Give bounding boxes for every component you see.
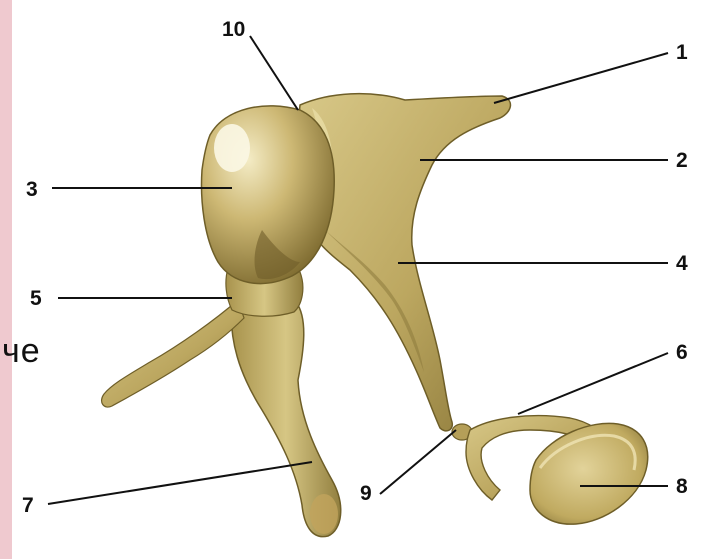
label-2: 2	[676, 149, 688, 172]
leader-line-10	[250, 36, 298, 110]
label-4: 4	[676, 252, 688, 275]
malleus-head-highlight	[214, 124, 250, 172]
label-8: 8	[676, 475, 688, 498]
leader-line-9	[380, 430, 456, 494]
label-9: 9	[360, 482, 372, 505]
label-3: 3	[26, 178, 38, 201]
label-10: 10	[222, 18, 245, 41]
label-5: 5	[30, 287, 42, 310]
malleus-anterior-process	[102, 300, 244, 407]
label-7: 7	[22, 494, 34, 517]
label-6: 6	[676, 341, 688, 364]
leader-line-7	[48, 462, 312, 504]
malleus-handle-tip	[310, 494, 338, 534]
leader-line-1	[494, 53, 668, 103]
leader-line-6	[518, 353, 668, 414]
label-1: 1	[676, 41, 688, 64]
